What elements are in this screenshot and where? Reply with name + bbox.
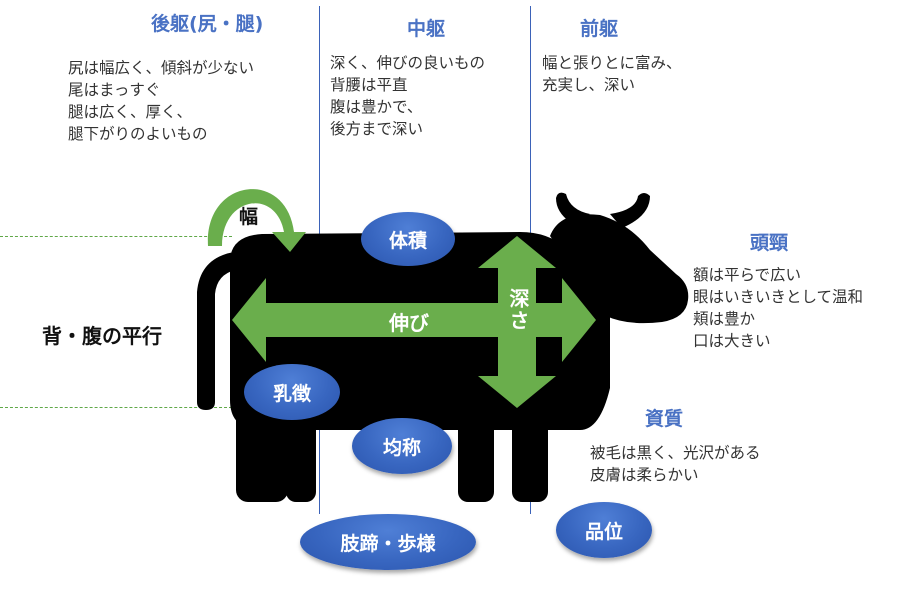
head-line: 口は大きい [693,332,771,350]
front-description: 幅と張りとに富み、 充実し、深い [542,52,682,96]
width-label: 幅 [239,206,259,228]
legs-gait-badge: 肢蹄・歩様 [300,514,476,570]
middle-line: 後方まで深い [330,120,424,138]
belly-reference-line [0,407,232,408]
front-line: 幅と張りとに富み、 [542,54,682,72]
width-arc-arrow [207,189,306,252]
quality-line: 皮膚は柔らかい [590,466,699,484]
head-line: 眼はいきいきとして温和 [693,288,864,306]
volume-badge: 体積 [361,212,455,266]
front-section-title: 前躯 [580,18,619,40]
back-reference-line [0,236,232,237]
balance-badge: 均称 [352,418,452,474]
udder-badge: 乳徴 [244,364,340,420]
quality-section-title: 資質 [645,408,684,430]
middle-line: 背腰は平直 [330,76,408,94]
head-section-title: 頭頸 [750,232,789,254]
length-label: 伸び [389,311,429,335]
middle-section-title: 中躯 [407,18,446,40]
middle-description: 深く、伸びの良いもの 背腰は平直 腹は豊かで、 後方まで深い [330,52,485,140]
back-belly-parallel-label: 背・腹の平行 [42,324,162,348]
middle-line: 深く、伸びの良いもの [330,54,486,72]
rear-section-title: 後躯(尻・腿) [151,13,264,35]
rear-line: 腿は広く、厚く、 [68,103,193,121]
dignity-badge: 品位 [556,502,652,558]
rear-line: 腿下がりのよいもの [68,125,208,143]
head-line: 額は平らで広い [693,266,802,284]
front-line: 充実し、深い [542,76,636,94]
depth-arrow [478,236,556,408]
rear-line: 尻は幅広く、傾斜が少ない [68,59,255,77]
head-line: 頬は豊か [693,310,756,328]
rear-description: 尻は幅広く、傾斜が少ない 尾はまっすぐ 腿は広く、厚く、 腿下がりのよいもの [68,57,254,145]
rear-line: 尾はまっすぐ [68,81,161,99]
middle-line: 腹は豊かで、 [330,98,423,116]
depth-label: 深さ [506,288,530,332]
length-arrow [232,278,596,362]
quality-description: 被毛は黒く、光沢がある 皮膚は柔らかい [590,442,761,486]
quality-line: 被毛は黒く、光沢がある [590,444,761,462]
head-description: 額は平らで広い 眼はいきいきとして温和 頬は豊か 口は大きい [693,264,863,352]
